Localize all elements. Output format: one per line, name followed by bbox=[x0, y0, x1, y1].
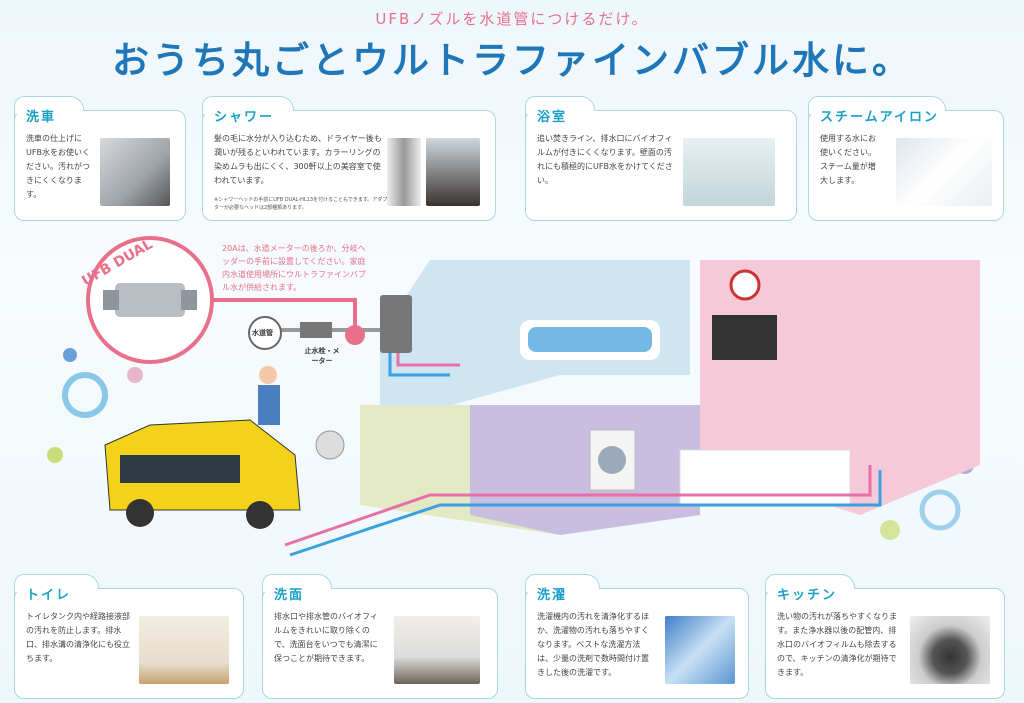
card-title: 洗車 bbox=[26, 110, 57, 125]
card-shower: シャワー 髪の毛に水分が入り込むため、ドライヤー後も潤いが残るといわれています。… bbox=[202, 96, 496, 221]
card-car-wash: 洗車 洗車の仕上げにUFB水をお使いください。汚れがつきにくくなります。 bbox=[14, 96, 186, 221]
laundry-photo bbox=[665, 616, 735, 684]
bathroom-photo bbox=[683, 138, 775, 206]
card-text: 追い焚きライン、排水口にバイオフィルムが付きにくくなります。壁面の汚れにも積極的… bbox=[537, 134, 673, 185]
card-title: 洗濯 bbox=[537, 588, 568, 603]
card-title: 洗面 bbox=[274, 588, 305, 603]
hair-wash-photo bbox=[426, 138, 480, 206]
card-text: トイレタンク内や経路接液部の汚れを防止します。排水口、排水溝の清浄化にも役立ちま… bbox=[26, 612, 130, 663]
card-text: 排水口や排水管のバイオフィルムをきれいに取り除くので、洗面台をいつでも清潔に保つ… bbox=[274, 612, 378, 663]
house-illustration bbox=[47, 236, 980, 557]
toilet-photo bbox=[139, 616, 229, 684]
washbasin-photo bbox=[394, 616, 480, 684]
page-title: おうち丸ごとウルトラファインバブル水に。 bbox=[112, 39, 912, 82]
card-title: スチームアイロン bbox=[820, 110, 939, 125]
pipe-pink bbox=[284, 465, 872, 547]
card-toilet: トイレ トイレタンク内や経路接液部の汚れを防止します。排水口、排水溝の清浄化にも… bbox=[14, 574, 244, 699]
water-pipe-label: 水道管 bbox=[252, 329, 273, 337]
card-text: 髪の毛に水分が入り込むため、ドライヤー後も潤いが残るといわれています。カラーリン… bbox=[214, 134, 382, 185]
card-laundry: 洗濯 洗濯機内の汚れを清浄化するほか、洗濯物の汚れも落ちやすくなります。ベストな… bbox=[525, 574, 749, 699]
card-steam-iron: スチームアイロン 使用する水にお使いください。スチーム量が増大します。 bbox=[808, 96, 1004, 221]
card-title: シャワー bbox=[214, 110, 275, 125]
card-text: 洗車の仕上げにUFB水をお使いください。汚れがつきにくくなります。 bbox=[26, 134, 90, 199]
pipe-blue bbox=[289, 470, 882, 557]
subtitle: UFBノズルを水道管につけるだけ。 bbox=[375, 10, 649, 28]
card-bathroom: 浴室 追い焚きライン、排水口にバイオフィルムが付きにくくなります。壁面の汚れにも… bbox=[525, 96, 797, 221]
install-note: 20Aは、水道メーターの後ろか、分岐ヘッダーの手前に設置してください。家庭内水道… bbox=[222, 244, 366, 292]
card-title: キッチン bbox=[777, 588, 838, 603]
card-note: ※シャワーヘッドの手前にUFB DUAL-HL13を付けることもできます。アダプ… bbox=[214, 197, 388, 211]
water-pipe-node bbox=[248, 316, 282, 350]
card-washbasin: 洗面 排水口や排水管のバイオフィルムをきれいに取り除くので、洗面台をいつでも清潔… bbox=[262, 574, 498, 699]
card-title: 浴室 bbox=[537, 110, 568, 125]
meter-label: 止水栓・メーター bbox=[304, 347, 340, 365]
card-text: 洗濯機内の汚れを清浄化するほか、洗濯物の汚れも落ちやすくなります。ベストな洗濯方… bbox=[537, 612, 649, 677]
steam-iron-photo bbox=[896, 138, 992, 206]
car-wash-photo bbox=[100, 138, 170, 206]
shower-head-photo bbox=[387, 138, 421, 206]
card-kitchen: キッチン 洗い物の汚れが落ちやすくなります。また浄水器以後の配管内、排水口のバイ… bbox=[765, 574, 1005, 699]
card-text: 使用する水にお使いください。スチーム量が増大します。 bbox=[820, 134, 876, 185]
card-title: トイレ bbox=[26, 588, 72, 603]
card-text: 洗い物の汚れが落ちやすくなります。また浄水器以後の配管内、排水口のバイオフィルム… bbox=[777, 612, 897, 677]
kitchen-photo bbox=[910, 616, 990, 684]
